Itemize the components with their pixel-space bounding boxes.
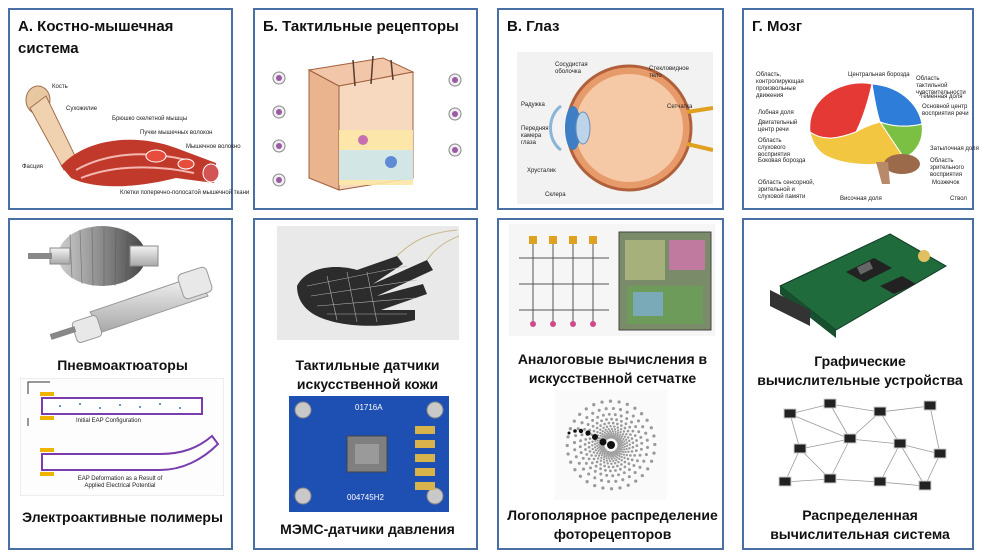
label-speech-motor: Двигательный центр речи xyxy=(758,120,798,133)
brain-illustration xyxy=(809,82,923,184)
panel-artificial-retina: Аналоговые вычисления в искусственной се… xyxy=(497,218,724,550)
label-parietal-lobe: Теменная доля xyxy=(920,94,963,100)
pneumatic-actuator-illustration xyxy=(28,226,213,343)
panel-brain: Г. Мозг Область, контролирующая произвол… xyxy=(742,8,979,210)
label-iris: Радужка xyxy=(521,102,545,108)
sensor-glove-illustration xyxy=(277,226,459,340)
distributed-network-illustration xyxy=(778,398,947,491)
caption-electroactive-polymers: Электроактивные полимеры xyxy=(22,509,223,525)
log-polar-illustration xyxy=(555,390,667,500)
eap-illustration xyxy=(20,378,224,496)
caption-pneumatic-actuators: Пневмоактюаторы xyxy=(57,357,188,373)
label-auditory-area: Область слухового восприятия xyxy=(758,138,790,158)
label-vitreous: Стекловидное тело xyxy=(649,66,689,79)
label-motor-area: Область, контролирующая произвольные дви… xyxy=(756,72,804,99)
label-striated-cells: Клетки поперечно-полосатой мышечной ткан… xyxy=(120,190,250,196)
eye-illustration xyxy=(517,52,713,204)
panel-computing: Графические вычислительные устройства Ра… xyxy=(742,218,974,550)
eap-deformation-label: EAP Deformation as a Result of Applied E… xyxy=(77,476,163,489)
analog-retina-chip-illustration xyxy=(509,224,715,336)
label-muscle-fiber: Мышечное волокно xyxy=(186,144,241,150)
label-occipital-lobe: Затылочная доля xyxy=(930,146,979,152)
label-choroid: Сосудистая оболочка xyxy=(555,62,588,75)
label-muscle-belly: Брюшко скелетной мышцы xyxy=(112,116,188,122)
eap-initial-label: Initial EAP Configuration xyxy=(76,418,141,424)
skin-layers-illustration xyxy=(272,55,462,191)
label-touch-area: Область тактильной чувствительности xyxy=(916,76,966,96)
label-speech-perception: Основной центр восприятия речи xyxy=(922,104,969,117)
label-brainstem: Ствол xyxy=(950,196,967,202)
panel-title: В. Глаз xyxy=(507,18,560,35)
label-lens: Хрусталик xyxy=(527,168,556,174)
label-temporal-lobe: Височная доля xyxy=(840,196,882,202)
chip-label-top: 01716A xyxy=(355,403,383,412)
label-cerebellum: Мозжечок xyxy=(932,180,960,186)
label-retina: Сетчатка xyxy=(667,104,693,110)
caption-distributed-system: Распределенная вычислительная система xyxy=(770,507,950,542)
caption-tactile-sensors: Тактильные датчики искусственной кожи xyxy=(295,357,440,392)
panel-musculoskeletal: А. Костно-мышечная система Кость Сухожил… xyxy=(8,8,249,210)
panel-tactile-receptors: Б. Тактильные рецепторы xyxy=(253,8,478,210)
label-anterior-chamber: Передняя камера глаза xyxy=(521,126,549,146)
label-frontal-lobe: Лобная доля xyxy=(758,110,794,116)
panel-artificial-skin: Тактильные датчики искусственной кожи 01… xyxy=(253,218,478,550)
label-tendon: Сухожилие xyxy=(66,106,98,112)
label-visual-area: Область зрительного восприятия xyxy=(930,158,964,178)
mems-sensor-illustration xyxy=(289,396,449,512)
muscle-illustration xyxy=(25,85,220,187)
caption-gpu: Графические вычислительные устройства xyxy=(757,353,963,388)
label-central-sulcus: Центральная борозда xyxy=(848,72,910,78)
label-fascia: Фасция xyxy=(22,164,43,170)
gpu-board-illustration xyxy=(770,233,948,338)
panel-actuators: Пневмоактюаторы Initial EAP Configuratio… xyxy=(8,218,233,550)
label-fiber-bundles: Пучки мышечных волокон xyxy=(140,130,213,136)
label-bone: Кость xyxy=(52,84,68,90)
caption-analog-computing: Аналоговые вычисления в искусственной се… xyxy=(517,351,708,386)
caption-mems-sensors: МЭМС-датчики давления xyxy=(280,521,455,537)
panel-title: Б. Тактильные рецепторы xyxy=(263,18,459,35)
panel-eye: В. Глаз Сосудистая оболочка Стекловидное… xyxy=(497,8,724,210)
label-memory-area: Область сенсорной, зрительной и слуховой… xyxy=(758,180,815,200)
panel-title: А. Костно-мышечная система xyxy=(18,18,174,57)
chip-label-bottom: 004745H2 xyxy=(347,493,384,502)
label-lateral-sulcus: Боковая борозда xyxy=(758,158,806,164)
panel-title: Г. Мозг xyxy=(752,18,803,35)
caption-log-polar: Логополярное распределение фоторецепторо… xyxy=(507,507,718,542)
label-sclera: Склера xyxy=(545,192,566,198)
